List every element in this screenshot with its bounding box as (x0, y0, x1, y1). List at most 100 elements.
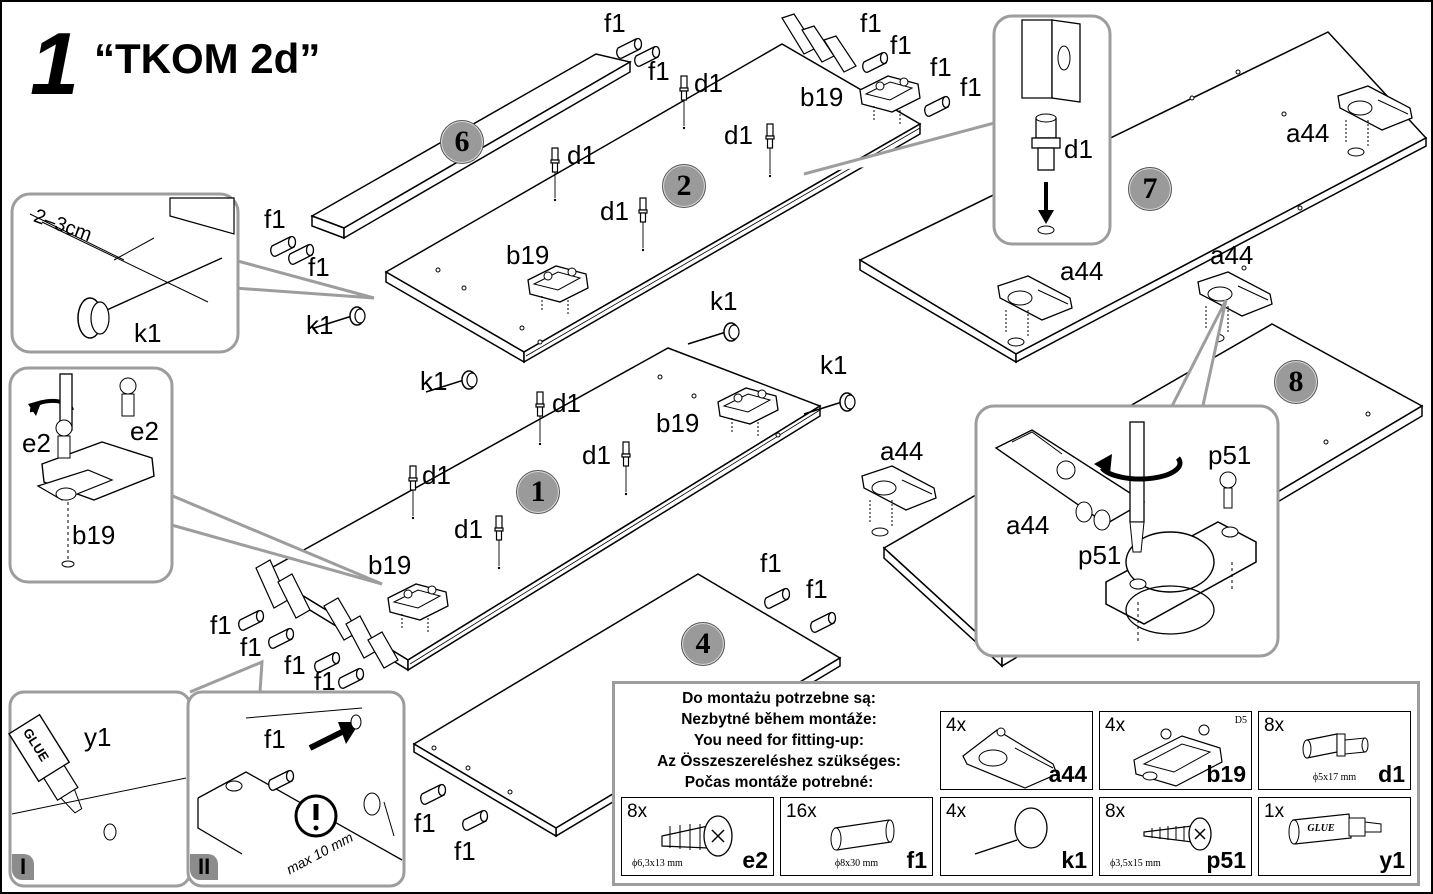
panel-badge-1: 1 (516, 470, 560, 514)
label-d1: d1 (724, 120, 753, 150)
part-qty: 8x (1264, 715, 1285, 736)
wooden-dowel-icon (830, 819, 895, 851)
label-d1: d1 (1064, 134, 1093, 164)
label-d1: d1 (694, 68, 723, 98)
part-code: k1 (1061, 847, 1087, 873)
part-code: b19 (1206, 761, 1246, 787)
glide-nail-icon (974, 807, 1048, 855)
label-b19: b19 (656, 408, 700, 438)
part-size: ϕ5x17 mm (1312, 772, 1357, 783)
hinge-icon (962, 727, 1058, 789)
panel-badge-2: 2 (662, 164, 706, 208)
label-k1: k1 (420, 366, 448, 396)
label-f1: f1 (210, 610, 232, 640)
instruction-line-cz: Nezbytné během montáže: (681, 711, 877, 728)
part-code: e2 (742, 847, 768, 873)
detail-label-I: I (12, 854, 35, 880)
part-code: p51 (1206, 847, 1246, 873)
label-f1: f1 (308, 252, 330, 282)
mounting-plate-icon (1133, 724, 1223, 787)
part-qty: 4x (946, 715, 967, 736)
label-e2: e2 (130, 416, 159, 446)
wood-screw-icon (1143, 817, 1212, 851)
label-y1: y1 (84, 722, 112, 752)
part-cell-k1: 4x k1 (940, 797, 1093, 876)
detail-label-II: II (190, 854, 219, 880)
label-f1: f1 (284, 650, 306, 680)
label-b19: b19 (506, 240, 550, 270)
part-code: f1 (906, 847, 927, 873)
label-f1: f1 (240, 632, 262, 662)
label-p51: p51 (1078, 540, 1122, 570)
label-f1: f1 (960, 72, 982, 102)
part-qty: 8x (627, 801, 648, 822)
label-b19: b19 (368, 550, 412, 580)
part-code: d1 (1378, 761, 1405, 787)
label-a44: a44 (1286, 118, 1330, 148)
label-a44: a44 (1210, 240, 1254, 270)
part-qty: 8x (1105, 801, 1126, 822)
label-d1: d1 (552, 388, 581, 418)
label-f1: f1 (648, 56, 670, 86)
label-f1: f1 (264, 724, 286, 754)
part-cell-p51: 8x ϕ3,5x15 mm p51 (1099, 797, 1252, 876)
label-d1: d1 (567, 140, 596, 170)
part-cell-d1: 8x ϕ5x17 mm d1 (1258, 711, 1411, 790)
parts-instructions: Do montażu potrzebne są: Nezbytné během … (623, 688, 935, 793)
part-mark: D5 (1234, 715, 1247, 726)
label-d1: d1 (600, 196, 629, 226)
instruction-line-sk: Počas montáže potrebné: (684, 774, 874, 791)
part-cell-a44: 4x a44 (940, 711, 1093, 790)
part-qty: 16x (786, 801, 817, 822)
label-f1: f1 (454, 836, 476, 866)
label-f1: f1 (860, 8, 882, 38)
glue-bottle-icon: GLUE (1288, 813, 1382, 845)
part-size: ϕ3,5x15 mm (1110, 858, 1161, 869)
label-b19: b19 (72, 520, 116, 550)
part-qty: 4x (1105, 715, 1126, 736)
label-p51: p51 (1208, 440, 1252, 470)
panel-badge-4: 4 (681, 622, 725, 666)
part-size: ϕ8x30 mm (834, 858, 879, 869)
step-number: 1 (30, 14, 79, 113)
panel-badge-8: 8 (1274, 360, 1318, 404)
label-f1: f1 (264, 204, 286, 234)
label-k1: k1 (134, 318, 162, 348)
label-f1: f1 (806, 574, 828, 604)
label-f1: f1 (930, 52, 952, 82)
label-f1: f1 (414, 808, 436, 838)
label-f1: f1 (604, 8, 626, 38)
part-cell-e2: 8x ϕ6,3x13 mm e2 (621, 797, 774, 876)
part-code: y1 (1379, 847, 1405, 873)
shelf-pin-icon (1302, 733, 1369, 759)
label-a44: a44 (1006, 510, 1050, 540)
label-f1: f1 (760, 548, 782, 578)
label-d1: d1 (582, 440, 611, 470)
euro-screw-icon (661, 815, 733, 857)
label-a44: a44 (880, 436, 924, 466)
part-code: a44 (1048, 761, 1087, 787)
label-b19: b19 (800, 82, 844, 112)
panel-badge-6: 6 (440, 120, 484, 164)
parts-list: Do montażu potrzebne są: Nezbytné během … (612, 681, 1420, 886)
label-f1: f1 (314, 666, 336, 696)
label-e2: e2 (22, 428, 51, 458)
panel-badge-7: 7 (1128, 167, 1172, 211)
instruction-line-en: You need for fitting-up: (693, 732, 865, 749)
label-a44: a44 (1060, 256, 1104, 286)
part-cell-b19: 4x D5 b19 (1099, 711, 1252, 790)
part-cell-f1: 16x ϕ8x30 mm f1 (780, 797, 933, 876)
instruction-line-hu: Az Összeszereléshez szükséges: (657, 753, 901, 770)
part-qty: 1x (1264, 801, 1285, 822)
model-title: “TKOM 2d” (94, 35, 321, 82)
label-k1: k1 (820, 350, 848, 380)
glue-bottle-label: GLUE (1307, 823, 1335, 834)
label-k1: k1 (710, 286, 738, 316)
label-k1: k1 (306, 310, 334, 340)
part-qty: 4x (946, 801, 967, 822)
part-cell-y1: GLUE 1x y1 (1258, 797, 1411, 876)
label-f1: f1 (890, 30, 912, 60)
instruction-line-pl: Do montażu potrzebne są: (682, 690, 876, 707)
part-size: ϕ6,3x13 mm (632, 858, 683, 869)
